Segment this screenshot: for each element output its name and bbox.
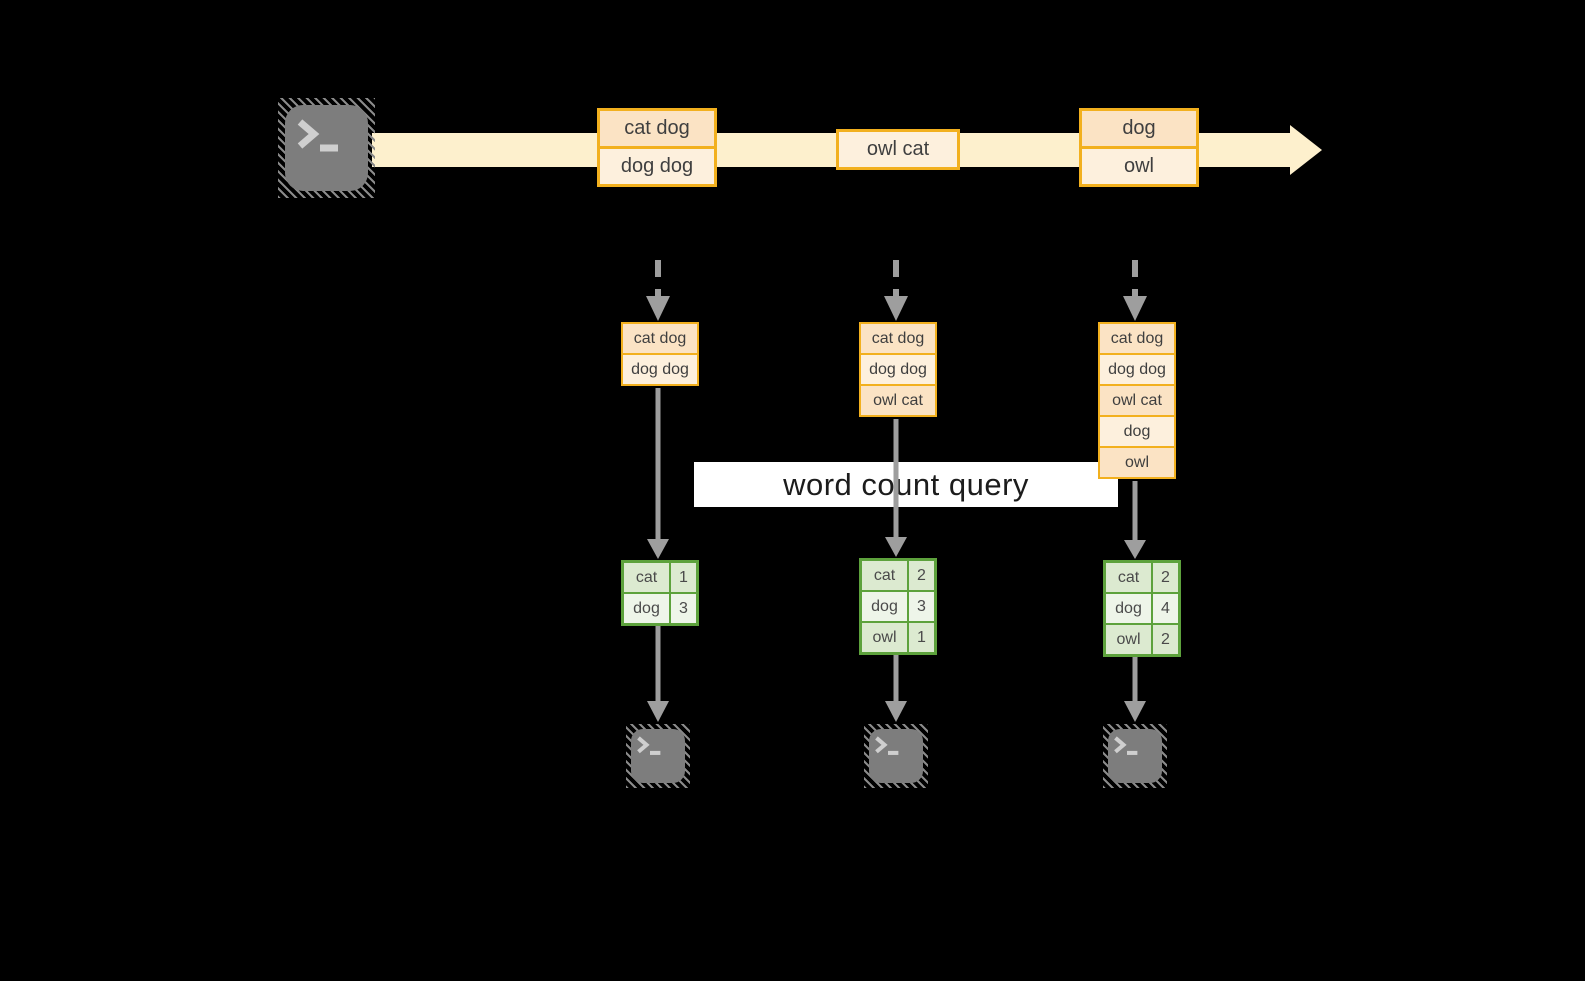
- buffer-row: owl cat: [861, 386, 935, 415]
- word-cell: cat: [1106, 563, 1151, 592]
- word-cell: dog: [862, 592, 907, 621]
- word-count-table: cat 2 dog 4 owl 2: [1103, 560, 1181, 657]
- buffer-row: cat dog: [1100, 324, 1174, 353]
- buffer-row: cat dog: [861, 324, 935, 353]
- stream-arrowhead-icon: [1290, 125, 1322, 175]
- count-cell: 2: [909, 561, 934, 590]
- word-cell: cat: [624, 563, 669, 592]
- buffer-stack: cat dog dog dog: [621, 322, 699, 386]
- stream-message: dog owl: [1079, 108, 1199, 187]
- dashed-arrow: [646, 260, 1147, 321]
- message-line: cat dog: [600, 111, 714, 146]
- count-cell: 3: [909, 592, 934, 621]
- word-count-table: cat 2 dog 3 owl 1: [859, 558, 937, 655]
- terminal-source-icon: [278, 98, 375, 198]
- stream-message: owl cat: [836, 129, 960, 170]
- message-line: dog: [1082, 111, 1196, 146]
- buffer-stack: cat dog dog dog owl cat: [859, 322, 937, 417]
- prompt-icon: [297, 119, 338, 152]
- word-cell: owl: [862, 623, 907, 652]
- buffer-row: dog dog: [623, 355, 697, 384]
- terminal-sink-icon: [626, 724, 690, 788]
- buffer-row: owl cat: [1100, 386, 1174, 415]
- buffer-row: dog: [1100, 417, 1174, 446]
- word-cell: dog: [1106, 594, 1151, 623]
- stream-message: cat dog dog dog: [597, 108, 717, 187]
- buffer-row: dog dog: [1100, 355, 1174, 384]
- buffer-row: dog dog: [861, 355, 935, 384]
- message-line: owl cat: [839, 132, 957, 167]
- word-cell: dog: [624, 594, 669, 623]
- prompt-icon: [1114, 736, 1138, 755]
- word-count-table: cat 1 dog 3: [621, 560, 699, 626]
- query-label: word count query: [694, 462, 1118, 507]
- terminal-sink-icon: [864, 724, 928, 788]
- message-line: dog dog: [600, 149, 714, 184]
- count-cell: 2: [1153, 625, 1178, 654]
- word-cell: owl: [1106, 625, 1151, 654]
- count-cell: 3: [671, 594, 696, 623]
- count-cell: 2: [1153, 563, 1178, 592]
- buffer-stack: cat dog dog dog owl cat dog owl: [1098, 322, 1176, 479]
- count-cell: 1: [909, 623, 934, 652]
- terminal-sink-icon: [1103, 724, 1167, 788]
- prompt-icon: [637, 736, 661, 755]
- buffer-row: cat dog: [623, 324, 697, 353]
- word-cell: cat: [862, 561, 907, 590]
- buffer-row: owl: [1100, 448, 1174, 477]
- count-cell: 1: [671, 563, 696, 592]
- count-cell: 4: [1153, 594, 1178, 623]
- prompt-icon: [875, 736, 899, 755]
- message-line: owl: [1082, 149, 1196, 184]
